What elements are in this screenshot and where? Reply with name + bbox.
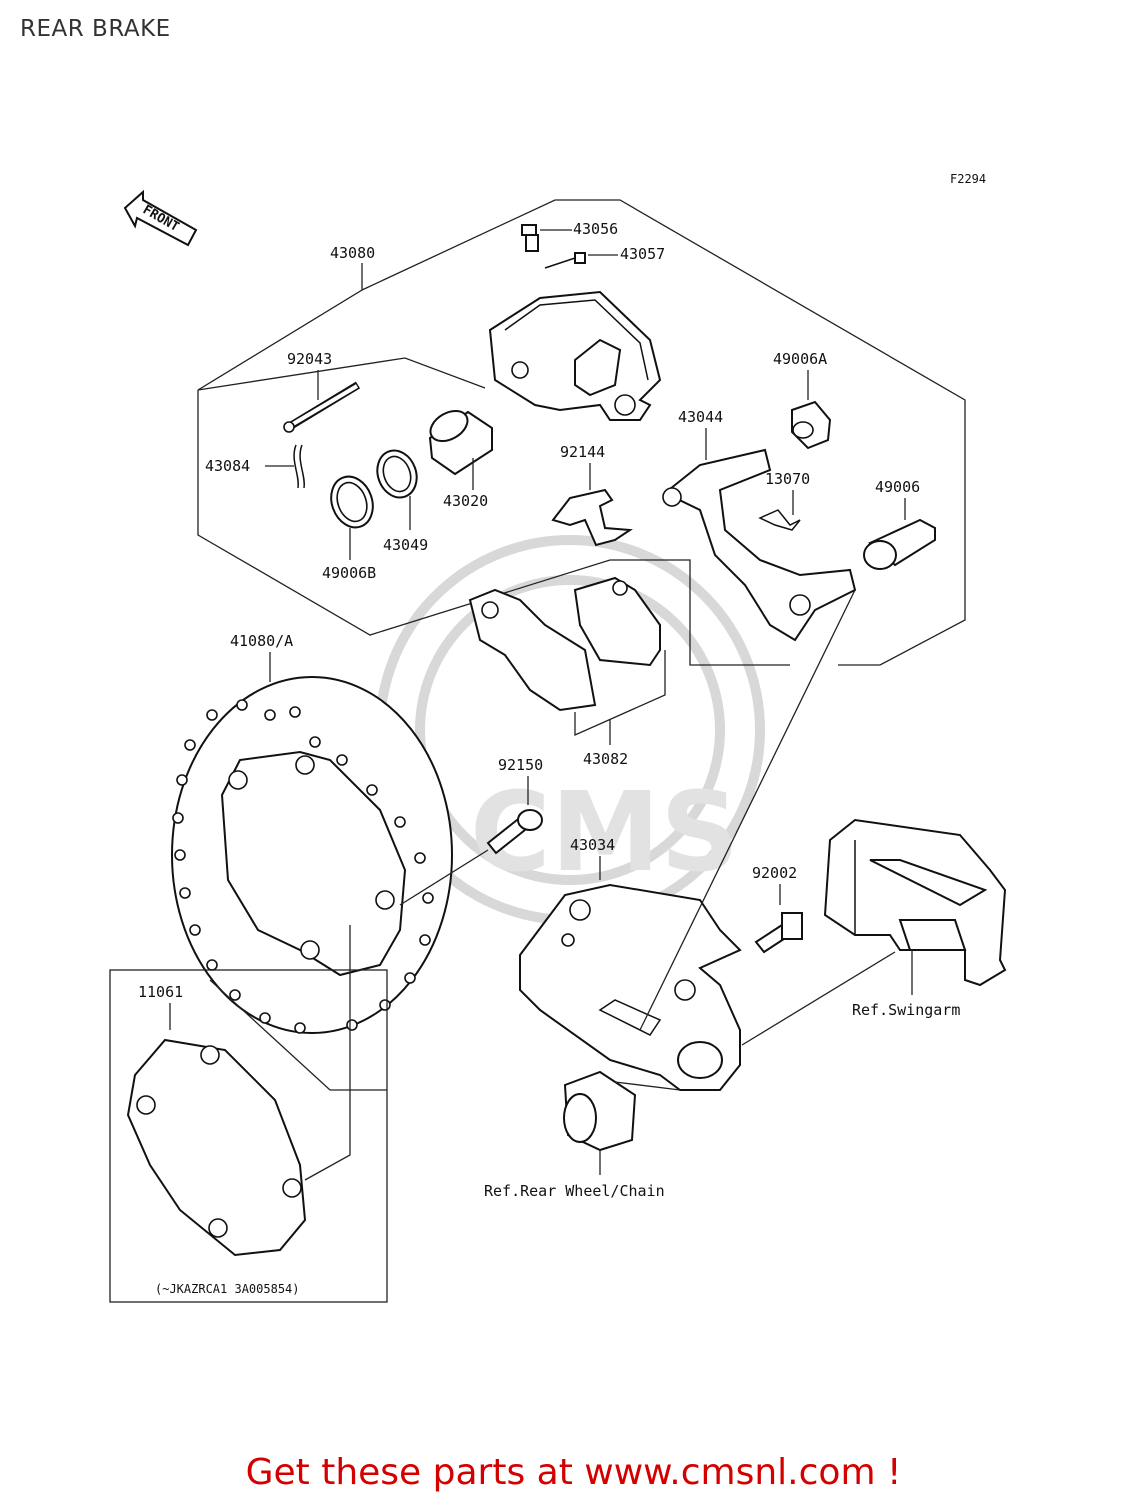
- label-43044: 43044: [678, 408, 723, 426]
- label-43084: 43084: [205, 457, 250, 475]
- label-43020: 43020: [443, 492, 488, 510]
- label-92002: 92002: [752, 864, 797, 882]
- label-rear-wheel: Ref.Rear Wheel/Chain: [484, 1182, 665, 1200]
- disc-holes: [172, 699, 434, 1034]
- boot-49006: [863, 518, 936, 570]
- page-title: REAR BRAKE: [20, 16, 171, 42]
- caliper-piston: [428, 409, 493, 476]
- swingarm-section: [823, 818, 1007, 987]
- pad-spring: [551, 488, 633, 547]
- disc-damper: [126, 1038, 307, 1257]
- piston-seal: [376, 449, 418, 499]
- dust-seal: [330, 475, 374, 529]
- figure-code: F2294: [950, 172, 986, 186]
- label-13070: 13070: [765, 470, 810, 488]
- brake-pads: [468, 576, 661, 712]
- label-swingarm: Ref.Swingarm: [852, 1001, 960, 1019]
- label-43049: 43049: [383, 536, 428, 554]
- label-43080: 43080: [330, 244, 375, 262]
- clip-13070: [758, 509, 801, 531]
- label-43057: 43057: [620, 245, 665, 263]
- torque-bracket: [519, 883, 742, 1091]
- label-49006B: 49006B: [322, 564, 376, 582]
- label-49006A: 49006A: [773, 350, 827, 368]
- label-92150: 92150: [498, 756, 543, 774]
- brake-disc: [171, 676, 453, 1034]
- label-49006: 49006: [875, 478, 920, 496]
- wheel-collar: [563, 1070, 637, 1152]
- label-92144: 92144: [560, 443, 605, 461]
- serial-note: (~JKAZRCA1 3A005854): [155, 1282, 300, 1296]
- serial-inset-box: [109, 969, 388, 1303]
- label-11061: 11061: [138, 983, 183, 1001]
- boot-49006A: [791, 400, 832, 450]
- disc-bolt: [486, 809, 543, 855]
- caliper-pin: [283, 381, 361, 433]
- bracket-bolt: [754, 912, 803, 954]
- caliper-body: [488, 290, 662, 421]
- label-43056: 43056: [573, 220, 618, 238]
- label-43034: 43034: [570, 836, 615, 854]
- label-43082: 43082: [583, 750, 628, 768]
- call-to-action-link[interactable]: Get these parts at www.cmsnl.com !: [245, 1452, 902, 1493]
- bleeder-cap: [544, 252, 586, 269]
- front-arrow-icon: FRONT: [123, 189, 198, 247]
- bleeder-valve: [521, 224, 539, 252]
- pin-clip: [293, 444, 305, 489]
- caliper-bracket: [662, 448, 857, 642]
- caliper-assembly-outline: [197, 390, 790, 666]
- label-41080A: 41080/A: [230, 632, 293, 650]
- label-92043: 92043: [287, 350, 332, 368]
